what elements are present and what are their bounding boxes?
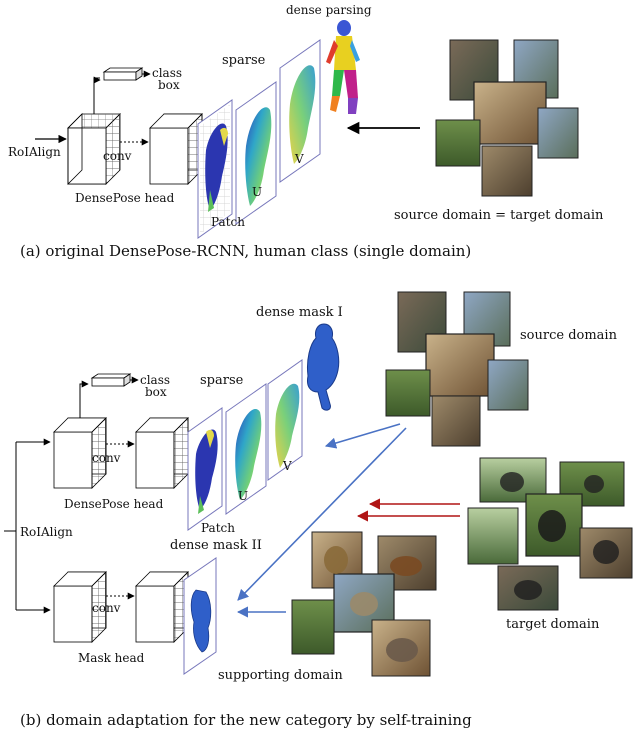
u-label-b: U xyxy=(238,489,248,503)
conv-block-b4 xyxy=(135,571,189,643)
conv-label-b-top: conv xyxy=(92,451,121,465)
dense-mask-1-silhouette xyxy=(307,323,340,411)
dense-mask-2-label: dense mask II xyxy=(170,538,262,553)
roialign-label-b: RoIAlign xyxy=(20,525,73,539)
conv-block-a1 xyxy=(67,113,121,185)
panel-b: RoIAlign conv class box De xyxy=(4,291,633,729)
u-plane-b xyxy=(225,383,267,515)
v-plane-b xyxy=(267,359,303,481)
photo-collage-target xyxy=(467,457,633,611)
photo-collage-a xyxy=(435,39,579,197)
supporting-domain-label: supporting domain xyxy=(218,668,343,683)
mask-head-label-b: Mask head xyxy=(78,651,145,665)
panel-a: RoIAlign conv xyxy=(8,3,604,260)
box-label-a: box xyxy=(158,78,180,92)
dense-mask-1-label: dense mask I xyxy=(256,305,343,320)
class-label-b: class xyxy=(140,373,170,387)
patch-label-a: Patch xyxy=(211,215,245,229)
sparse-label-b: sparse xyxy=(200,373,244,388)
conv-block-a2 xyxy=(149,113,203,185)
source-to-mask2-arrow xyxy=(237,427,407,601)
target-domain-label: target domain xyxy=(506,617,600,632)
photo-collage-source xyxy=(385,291,529,447)
v-label-a: V xyxy=(294,152,304,166)
source-to-mask1-arrow xyxy=(324,423,401,449)
caption-a: (a) original DensePose-RCNN, human class… xyxy=(20,242,471,260)
v-label-b: V xyxy=(282,459,292,473)
conv-block-b1 xyxy=(53,417,107,489)
conv-label-b-bottom: conv xyxy=(92,601,121,615)
conv-block-b3 xyxy=(53,571,107,643)
box-label-b: box xyxy=(145,385,167,399)
roialign-label-a: RoIAlign xyxy=(8,145,61,159)
patch-label-b: Patch xyxy=(201,521,235,535)
sparse-label-a: sparse xyxy=(222,53,266,68)
source-domain-label: source domain xyxy=(520,328,618,343)
head-label-a: DensePose head xyxy=(75,191,175,205)
v-plane-a xyxy=(279,39,321,183)
dense-parsing-figure xyxy=(326,20,360,114)
photo-collage-supporting xyxy=(291,531,437,677)
u-label-a: U xyxy=(252,185,262,199)
branch-line-a xyxy=(93,77,100,114)
fc-bar-a xyxy=(102,67,144,81)
fc-bar-b xyxy=(90,373,132,387)
densepose-head-label-b: DensePose head xyxy=(64,497,164,511)
patch-plane-b xyxy=(187,407,223,531)
patch-plane-a xyxy=(197,99,233,239)
u-plane-a xyxy=(235,81,277,225)
class-label-a: class xyxy=(152,66,182,80)
caption-b: (b) domain adaptation for the new catego… xyxy=(20,711,472,729)
conv-label-a: conv xyxy=(103,149,132,163)
conv-block-b2 xyxy=(135,417,189,489)
dense-mask-2-plane xyxy=(183,557,217,675)
dense-parsing-label: dense parsing xyxy=(286,3,372,17)
domain-label-a: source domain = target domain xyxy=(394,208,604,223)
